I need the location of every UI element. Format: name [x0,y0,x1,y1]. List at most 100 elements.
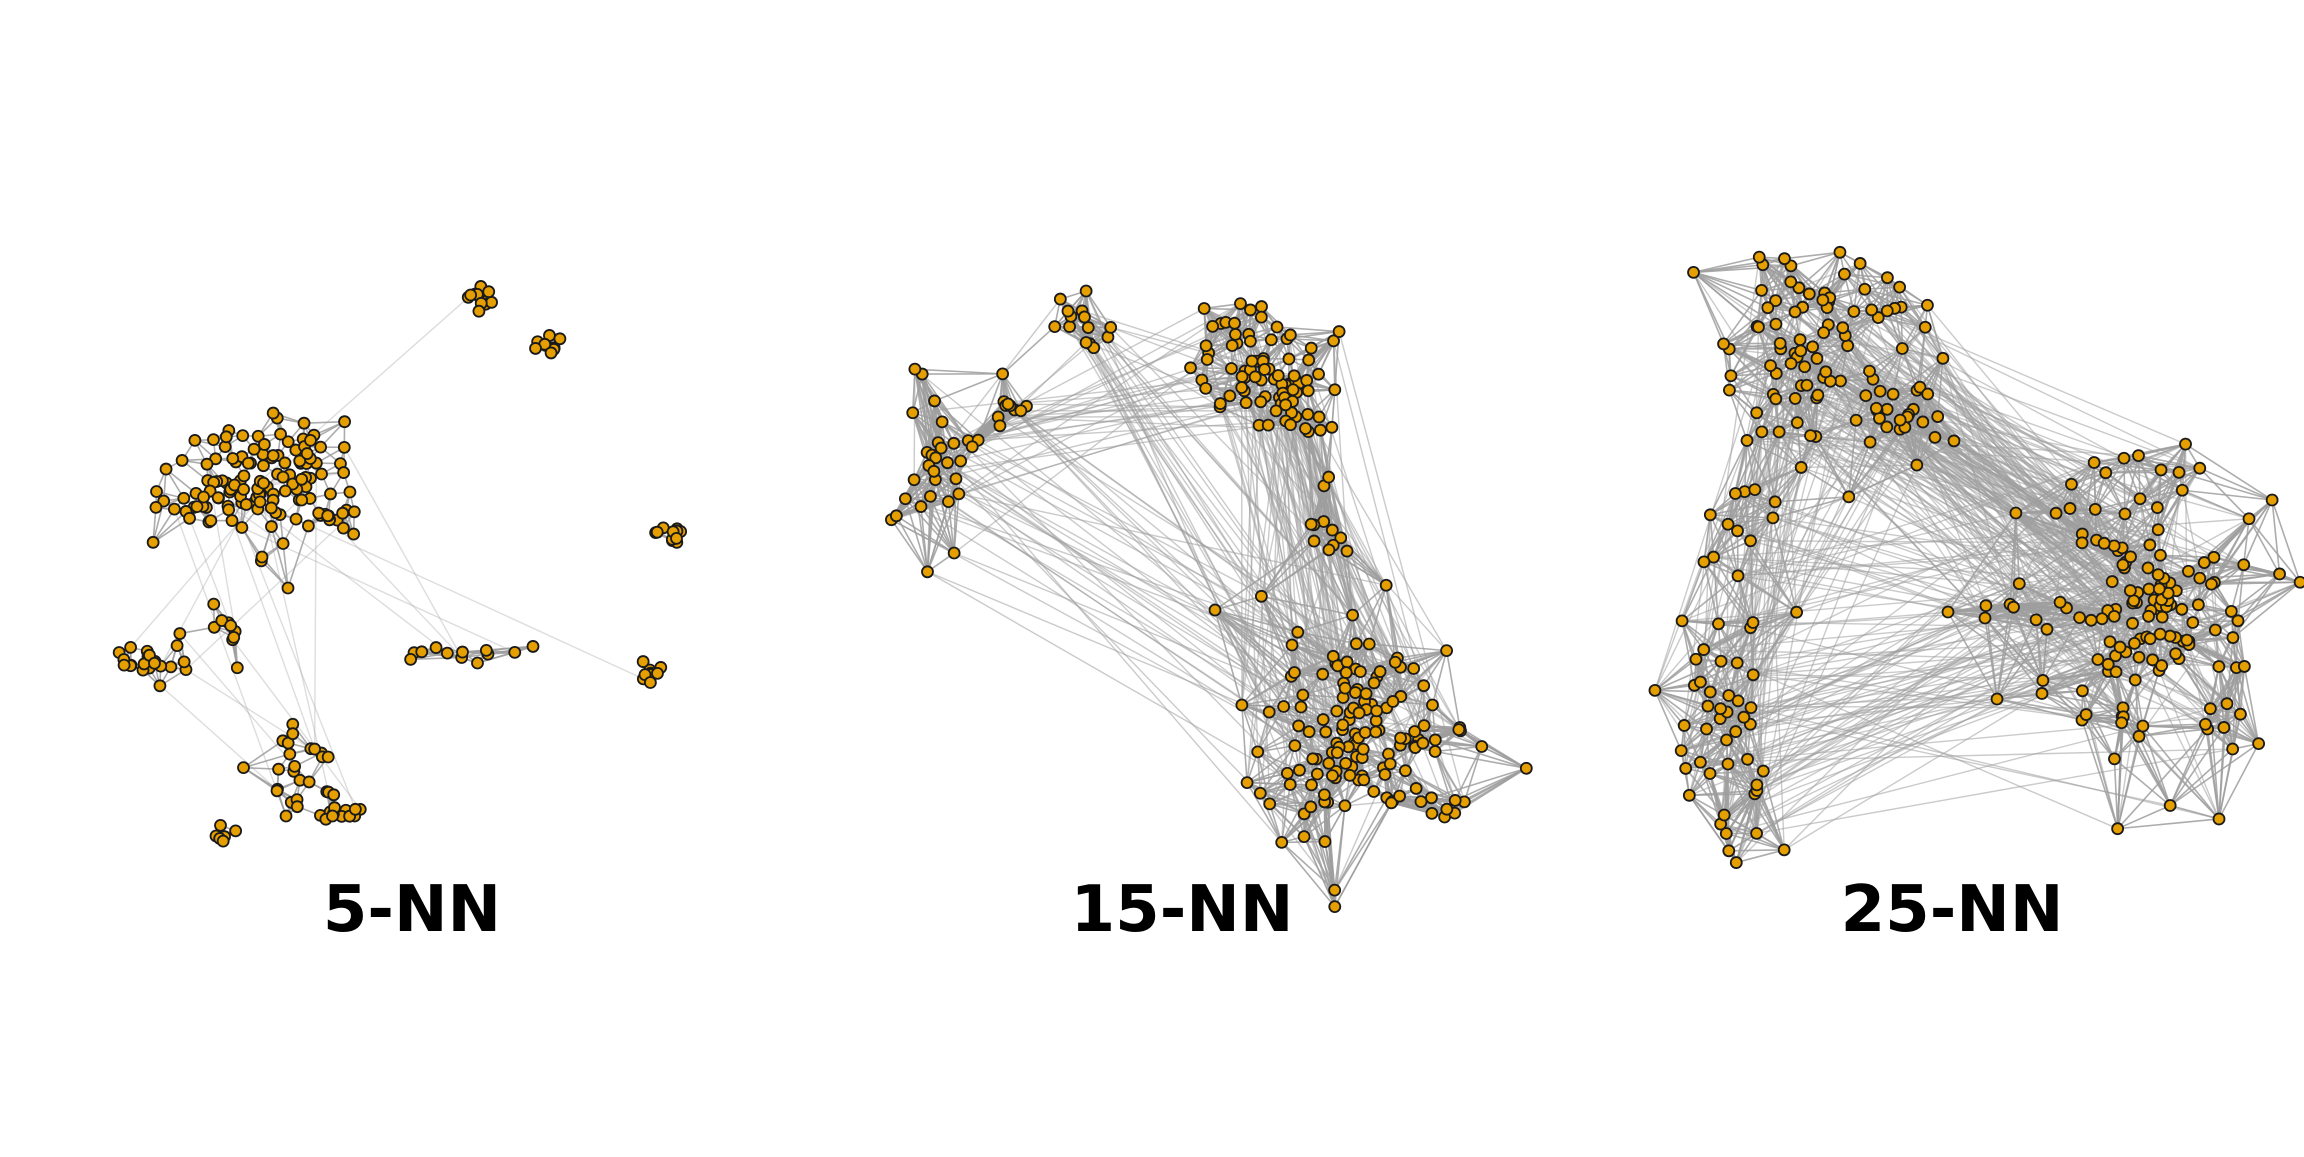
graph-node [949,548,960,559]
graph-node [241,499,252,510]
graph-node [279,457,290,468]
graph-node [1426,808,1437,819]
graph-node [1342,656,1353,667]
graph-node [486,297,497,308]
graph-node [1415,796,1426,807]
graph-node [1282,768,1293,779]
graph-node [1417,738,1428,749]
graph-node [230,825,241,836]
graph-node [348,529,359,540]
graph-node [284,749,295,760]
graph-node [1302,409,1313,420]
graph-edge [914,369,915,480]
graph-node [339,416,350,427]
graph-node [1289,740,1300,751]
graph-node [150,502,161,513]
graph-node [337,508,348,519]
graph-node [473,306,484,317]
graph-node [1256,312,1267,323]
graph-node [309,744,320,755]
graph-node [227,453,238,464]
graph-node [1317,669,1328,680]
graph-node [208,599,219,610]
graph-node [151,486,162,497]
graph-node [416,646,427,657]
graph-node [1271,405,1282,416]
graph-node [1288,384,1299,395]
graph-node [955,455,966,466]
graph-node [1312,768,1323,779]
graph-node [1332,747,1343,758]
graph-node [1354,707,1365,718]
graph-node [223,504,234,515]
graph-edge [1784,252,1839,258]
graph-edge [891,520,927,572]
graph-node [296,494,307,505]
graph-node [1340,758,1351,769]
graph-node [1303,385,1314,396]
graph-node [1339,800,1350,811]
graph-node [1081,337,1092,348]
graph-node [169,504,180,515]
graph-node [238,484,249,495]
graph-node [1256,301,1267,312]
graph-node [1255,788,1266,799]
graph-node [465,289,476,300]
graph-node [530,343,541,354]
graph-node [1329,384,1340,395]
graph-edge [1729,850,1784,851]
graph-node [937,416,948,427]
graph-node [936,443,947,454]
graph-node [1255,396,1266,407]
graph-node [338,467,349,478]
graph-node [1342,546,1353,557]
graph-node [177,455,188,466]
graph-node [1409,726,1420,737]
graph-node [1202,354,1213,365]
graph-node [323,751,334,762]
graph-25-nn [1649,247,2304,868]
graph-node [228,632,239,643]
graph-node [1299,831,1310,842]
graph-node [1347,610,1358,621]
graph-node [225,620,236,631]
node-layer [114,281,686,847]
graph-node [1318,714,1329,725]
graph-node [119,660,130,671]
graph-node [1427,700,1438,711]
graph-node [1300,423,1311,434]
graph-node [184,513,195,524]
graph-node [1264,798,1275,809]
graph-node [125,642,136,653]
graph-node [1426,792,1437,803]
graph-node [315,442,326,453]
graph-node [249,444,260,455]
graph-node [1201,340,1212,351]
graph-node [1441,645,1452,656]
graph-node [1418,680,1429,691]
graph-node [237,430,248,441]
graph-node [221,431,232,442]
graph-node [255,496,266,507]
graph-node [275,429,286,440]
graph-node [148,537,159,548]
graph-node [1334,326,1345,337]
graph-node [1304,726,1315,737]
graph-node [1358,774,1369,785]
graph-node [1215,398,1226,409]
graph-node [1323,544,1334,555]
graph-node [1400,765,1411,776]
graph-node [1337,719,1348,730]
graph-node [1292,627,1303,638]
graph-node [929,395,940,406]
graph-node [227,515,238,526]
graph-node [1297,690,1308,701]
graph-node [1430,746,1441,757]
graph-node [915,501,926,512]
graph-node [1368,786,1379,797]
graph-node [238,470,249,481]
graph-node [1371,705,1382,716]
graph-node [201,459,212,470]
graph-node [928,466,939,477]
graph-node [292,801,303,812]
